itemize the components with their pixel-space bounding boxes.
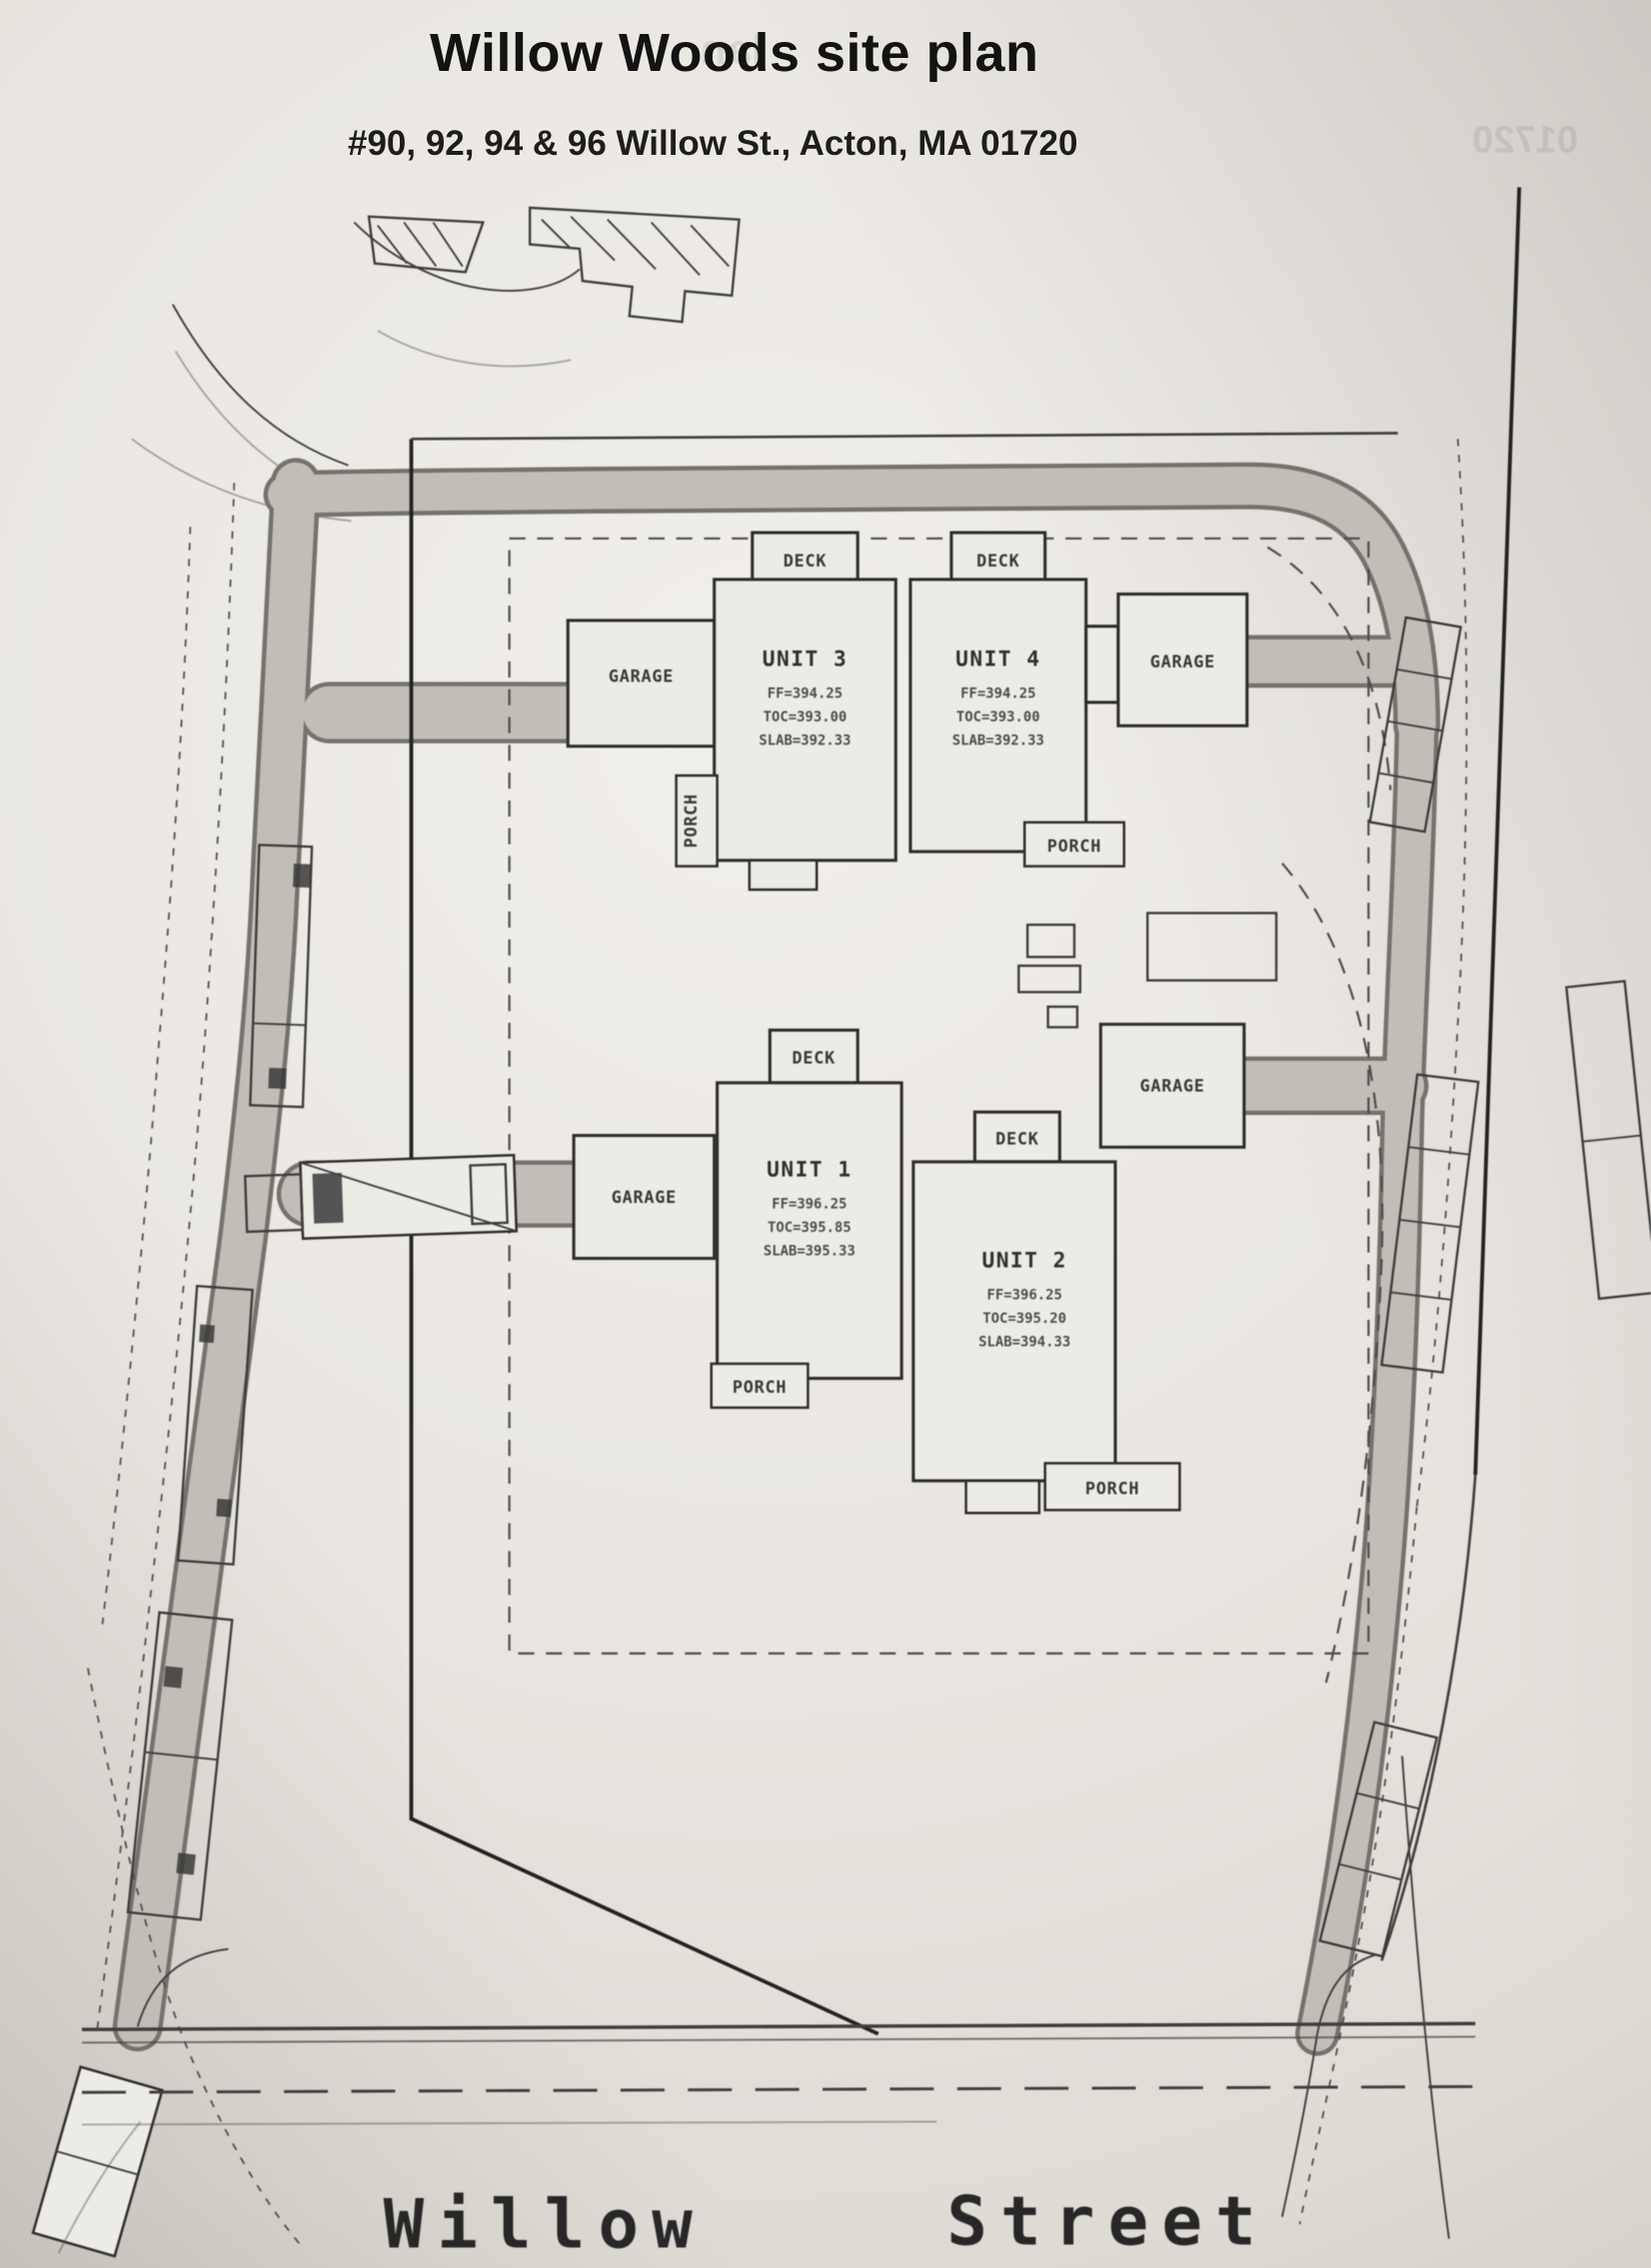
unit4-stat-1: FF=394.25 — [960, 686, 1035, 702]
unit3-footprint — [713, 577, 897, 862]
unit4-stat-3: SLAB=392.33 — [952, 732, 1044, 748]
garage-southwest — [572, 1133, 717, 1261]
garage-southeast — [1098, 1022, 1246, 1149]
porch-unit2 — [1043, 1462, 1181, 1512]
existing-structure-bottom-left — [31, 2065, 164, 2258]
garage-northeast-label: GARAGE — [1150, 651, 1215, 671]
porch-unit2-label: PORCH — [1085, 1478, 1139, 1498]
deck-unit4-label: DECK — [976, 551, 1020, 570]
porch-unit4-label: PORCH — [1047, 835, 1101, 855]
step-unit3 — [748, 858, 819, 891]
garage-northeast — [1116, 592, 1249, 727]
deck-unit2-label: DECK — [995, 1128, 1039, 1148]
parking-row-1 — [1368, 615, 1462, 833]
building-north: GARAGE GARAGE DECK DECK PORCH PORCH UNIT… — [566, 531, 1249, 891]
unit3-stat-2: TOC=393.00 — [764, 709, 847, 725]
driveway-pavement — [117, 462, 1436, 2052]
garage-southwest-label: GARAGE — [612, 1187, 677, 1207]
hatched-structure — [367, 206, 741, 324]
curb-returns — [57, 1755, 1450, 2254]
unit2-stat-2: TOC=395.20 — [982, 1311, 1066, 1327]
unit1-stat-2: TOC=395.85 — [768, 1220, 851, 1236]
existing-structure-3 — [126, 1611, 234, 1921]
porch-unit4 — [1022, 820, 1126, 868]
willow-street: Willow Street — [82, 2021, 1487, 2263]
neighbor-shed — [1565, 979, 1651, 1301]
street-name-street: Street — [946, 2182, 1268, 2261]
deck-unit2 — [972, 1110, 1061, 1164]
garage-northwest-label: GARAGE — [609, 665, 674, 685]
ghost-word-2: 01720 — [1472, 119, 1578, 161]
street-name-willow: Willow — [384, 2184, 706, 2263]
unit3-stat-1: FF=394.25 — [768, 686, 842, 702]
dashed-setback-lines — [87, 439, 1468, 2247]
step-unit2 — [964, 1479, 1041, 1515]
page-title: Willow Woods site plan — [430, 23, 1039, 83]
porch-unit3 — [675, 773, 719, 868]
unit2-stat-1: FF=396.25 — [986, 1287, 1061, 1303]
page-subtitle: #90, 92, 94 & 96 Willow St., Acton, MA 0… — [348, 124, 1078, 163]
street-centerline — [82, 2084, 1487, 2094]
connector-unit4-garage — [1084, 624, 1120, 704]
parking-row-2 — [1380, 1073, 1480, 1374]
utility-pads — [1017, 911, 1278, 1029]
unit4-footprint — [908, 577, 1088, 853]
garage-northwest — [566, 618, 717, 748]
building-south: GARAGE GARAGE DECK DECK PORCH PORCH UNIT… — [572, 1022, 1246, 1515]
deck-unit3-label: DECK — [784, 551, 827, 570]
unit2-label: UNIT 2 — [981, 1248, 1066, 1273]
unit4-label: UNIT 4 — [955, 646, 1040, 671]
unit1-stat-1: FF=396.25 — [772, 1197, 846, 1213]
unit1-stat-3: SLAB=395.33 — [764, 1244, 855, 1260]
deck-unit1-label: DECK — [793, 1048, 836, 1068]
bleed-through-text: lan 01720 — [701, 25, 1578, 161]
ghost-word-1: lan — [701, 25, 764, 74]
property-boundary — [409, 187, 1522, 2036]
unit3-label: UNIT 3 — [763, 646, 847, 671]
street-edge-line — [82, 2021, 1476, 2032]
porch-unit1-label: PORCH — [733, 1377, 787, 1397]
existing-building-across-drive — [244, 1153, 519, 1240]
existing-structure-1 — [249, 843, 314, 1109]
unit1-footprint — [716, 1081, 903, 1381]
unit1-label: UNIT 1 — [767, 1157, 851, 1182]
deck-unit4 — [949, 531, 1047, 584]
porch-unit3-label: PORCH — [681, 793, 701, 847]
unit2-stat-3: SLAB=394.33 — [978, 1334, 1070, 1350]
porch-unit1 — [710, 1362, 810, 1410]
existing-structure-2 — [176, 1284, 254, 1566]
garage-southeast-label: GARAGE — [1139, 1076, 1204, 1096]
unit4-stat-2: TOC=393.00 — [956, 709, 1040, 725]
unit3-stat-3: SLAB=392.33 — [759, 732, 850, 748]
